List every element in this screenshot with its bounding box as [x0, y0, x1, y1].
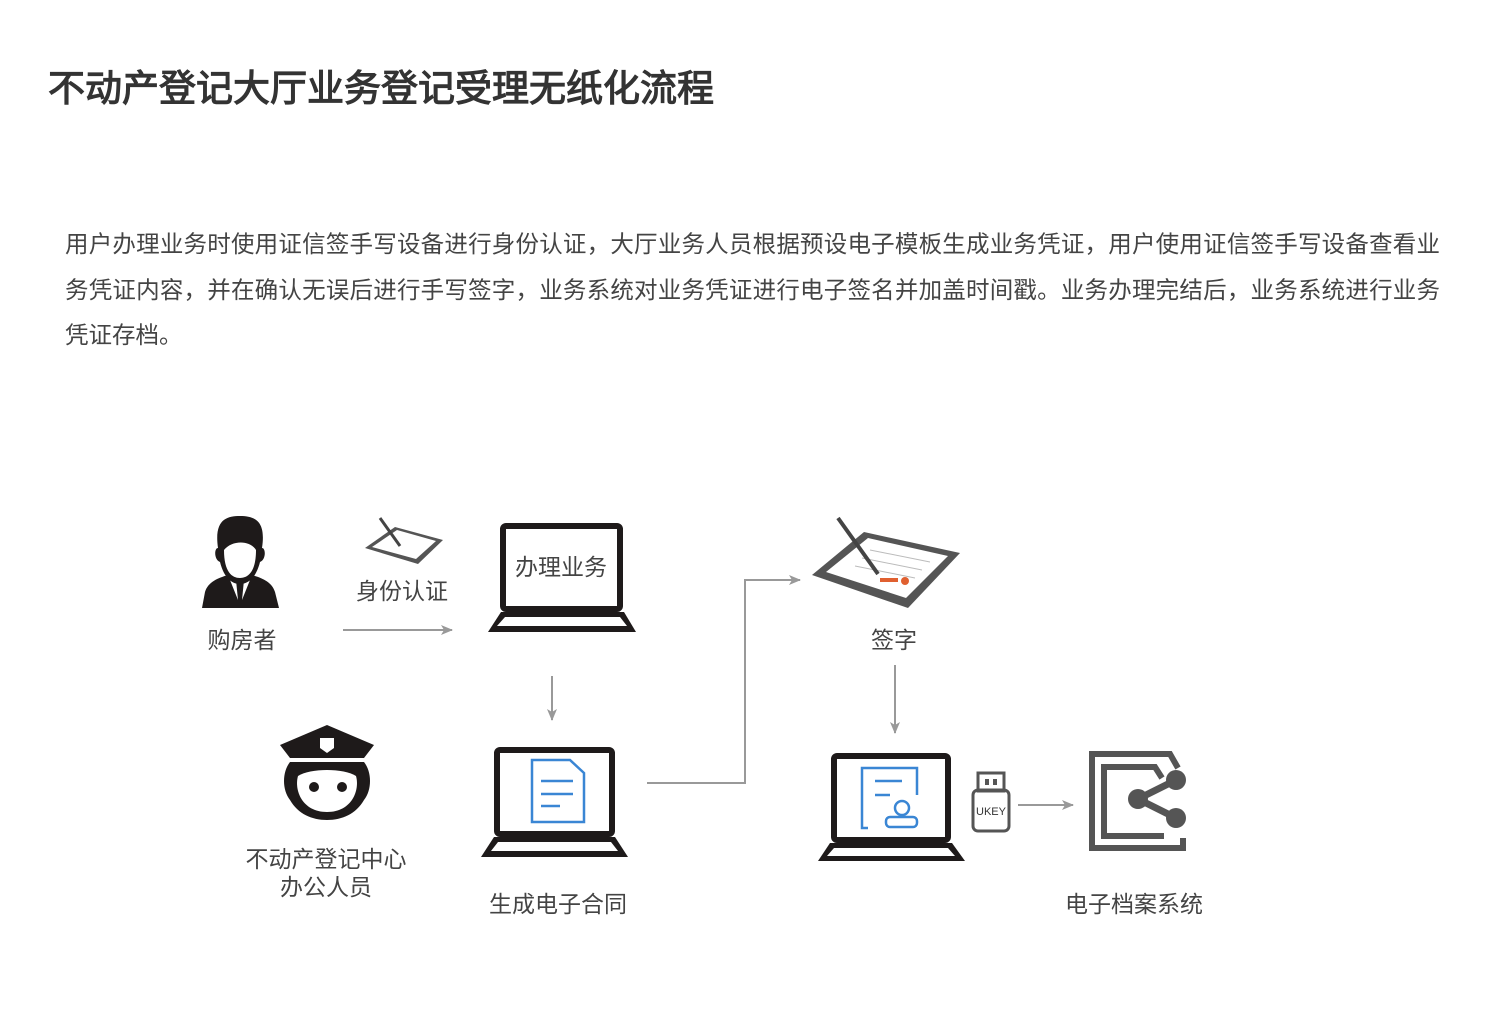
- id-auth-label: 身份认证: [356, 579, 448, 605]
- signature-tablet-icon: [365, 517, 443, 564]
- buyer-label: 购房者: [208, 628, 277, 654]
- laptop-icon: [488, 523, 636, 632]
- description-paragraph: 用户办理业务时使用证信签手写设备进行身份认证，大厅业务人员根据预设电子模板生成业…: [65, 230, 1440, 349]
- arrow-to-sign: [647, 575, 801, 784]
- archive-share-icon: [1089, 751, 1186, 851]
- staff-label-line1: 不动产登记中心: [246, 847, 407, 873]
- page-title: 不动产登记大厅业务登记受理无纸化流程: [48, 67, 714, 110]
- ukey-icon: UKEY: [971, 771, 1011, 833]
- buyer-person-icon: [202, 516, 279, 608]
- archive-system-label: 电子档案系统: [1065, 892, 1203, 918]
- sign-label: 签字: [871, 628, 917, 654]
- generate-contract-label: 生成电子合同: [489, 892, 627, 918]
- laptop-document-icon: [481, 747, 628, 857]
- staff-label-line2: 办公人员: [280, 875, 372, 901]
- handle-business-label: 办理业务: [515, 555, 607, 581]
- staff-officer-icon: [280, 725, 374, 820]
- ukey-label: UKEY: [976, 806, 1007, 818]
- laptop-seal-icon: [818, 753, 965, 861]
- signing-tablet-icon: [812, 516, 960, 608]
